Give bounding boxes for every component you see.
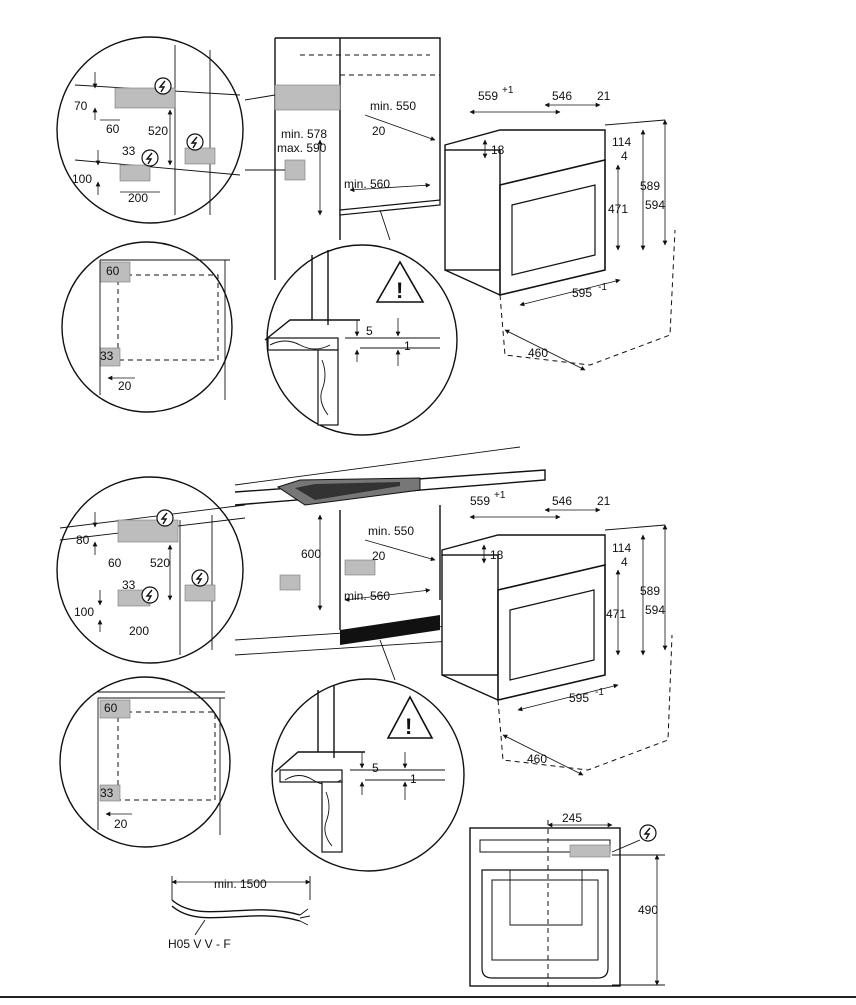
dim-4-bottom: 4 [621,555,628,569]
dim-33-profile-bottom: 33 [100,786,114,800]
dim-33-bottom: 33 [122,578,136,592]
power-cable-drawing: min. 1500 H05 V V - F [168,876,311,951]
socket-zone-bottom-cabinet [344,559,376,576]
dim-471-bottom: 471 [606,607,626,621]
dim-20-profile: 20 [118,379,132,393]
warning-mark: ! [396,278,403,303]
top-detail-circle-profile: 60 33 20 [61,241,233,413]
socket-zone-bottom [119,164,151,182]
dim-200-bottom: 200 [129,624,149,638]
dim-460: 460 [528,346,548,360]
socket-zone-cabinet [274,84,341,111]
dim-546: 546 [552,89,572,103]
plug-icon [156,509,174,527]
socket-zone-cabinet-low [284,159,306,181]
dim-559-bottom: 559 [470,494,490,508]
bottom-detail-circle-ventilation: 5 1 ! [271,639,465,872]
dim-600: 600 [301,547,321,561]
dim-21: 21 [597,89,611,103]
warning-mark-bottom: ! [405,714,412,739]
plug-icon [141,586,159,604]
dim-33-profile: 33 [100,349,114,363]
dim-200: 200 [128,191,148,205]
dim-60-profile: 60 [106,264,120,278]
top-detail-circle-wall: 70 60 520 33 100 200 [56,36,244,224]
dim-4: 4 [621,149,628,163]
dim-min-550-bottom: min. 550 [368,524,414,538]
dim-min-550: min. 550 [370,99,416,113]
warning-triangle-icon [386,695,434,739]
dim-595-bottom: 595 [569,691,589,705]
dim-5-bottom: 5 [372,761,379,775]
dim-594: 594 [645,198,665,212]
top-detail-circle-ventilation: 5 1 ! [264,209,458,436]
dim-20-profile-bottom: 20 [114,817,128,831]
dim-589-bottom: 589 [640,584,660,598]
dim-1-bottom: 1 [410,772,417,786]
page-bottom-rule [0,996,856,998]
dim-100: 100 [72,172,92,186]
wood-grain-icon [320,359,329,416]
dim-595: 595 [572,286,592,300]
plug-icon [191,569,209,587]
dim-80: 80 [76,533,90,547]
dim-559-tolerance: +1 [502,85,514,96]
socket-zone-side [184,147,216,165]
dim-1: 1 [404,339,411,353]
dim-114: 114 [612,135,631,149]
bottom-detail-circle-profile: 60 33 20 [59,676,231,848]
dim-594-bottom: 594 [645,603,665,617]
dim-70: 70 [74,99,88,113]
dim-595-tolerance: -1 [598,282,607,293]
dim-595-tolerance-bottom: -1 [595,687,604,698]
dim-546-bottom: 546 [552,494,572,508]
dim-18: 18 [491,143,505,157]
bottom-detail-circle-wall: 80 60 520 33 100 200 [56,476,246,664]
dim-559: 559 [478,89,498,103]
dim-5: 5 [366,324,373,338]
dim-60-profile-bottom: 60 [104,701,118,715]
dim-min-1500: min. 1500 [214,877,267,891]
dim-559-tolerance-bottom: +1 [494,490,506,501]
dim-471: 471 [608,202,628,216]
dim-114-bottom: 114 [612,541,631,555]
dim-min-560: min. 560 [344,177,390,191]
dim-max-590: max. 590 [277,141,327,155]
dim-20-bottom: 20 [372,549,386,563]
dim-min-560-bottom: min. 560 [344,589,390,603]
dim-520-bottom: 520 [150,556,170,570]
cable-type-label: H05 V V - F [168,937,231,951]
dim-589: 589 [640,179,660,193]
dim-33: 33 [122,144,136,158]
dim-100-bottom: 100 [74,605,94,619]
warning-triangle-icon [375,260,425,303]
oven-front-view: 245 490 [469,811,665,990]
dim-21-bottom: 21 [597,494,611,508]
dim-60-bottom: 60 [108,556,122,570]
plug-icon [186,133,204,151]
wood-grain-icon [269,340,331,350]
wood-grain-icon [324,791,333,847]
dim-20: 20 [372,124,386,138]
plug-icon [639,824,657,842]
top-cabinet-column: min. 578 max. 590 min. 550 20 min. 560 [244,37,441,280]
dim-min-578: min. 578 [281,127,327,141]
bottom-oven-drawing: 559 +1 546 21 18 114 4 471 589 594 595 -… [441,490,673,776]
top-oven-drawing: 559 +1 546 21 18 114 4 471 589 594 595 -… [444,85,676,371]
plug-icon [154,77,172,95]
dim-245: 245 [562,811,582,825]
dim-520: 520 [148,124,168,138]
plug-icon [141,149,159,167]
dim-18-bottom: 18 [490,548,504,562]
dim-460-bottom: 460 [527,752,547,766]
dim-60: 60 [106,122,120,136]
dim-490: 490 [638,903,658,917]
